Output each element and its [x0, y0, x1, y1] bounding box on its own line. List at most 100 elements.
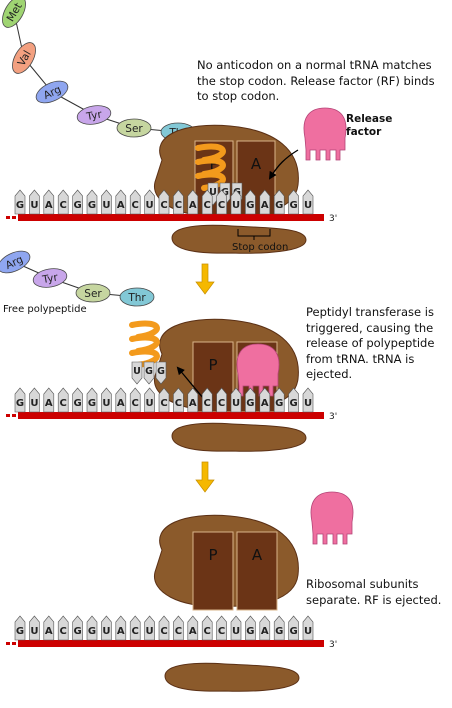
anticodon-letter: G — [145, 366, 153, 377]
strand-dot — [12, 414, 16, 417]
nucleotide-base: U — [144, 387, 155, 413]
amino-acid-bead — [76, 105, 112, 125]
base-letter: C — [175, 398, 182, 409]
nucleotide-base: G — [245, 387, 256, 413]
nucleotide-base: U — [101, 387, 112, 413]
base-letter: U — [30, 626, 38, 637]
site-box — [194, 140, 234, 220]
base-shape — [29, 387, 40, 413]
amino-acid-bead — [12, 42, 36, 74]
base-shape — [57, 615, 69, 641]
amino-acid-val: Val — [12, 42, 36, 74]
amino-acid-label: Thr — [127, 292, 146, 304]
stop-codon-label: Stop codon — [232, 242, 288, 253]
anticodon-base — [143, 361, 155, 385]
base-shape — [14, 615, 26, 641]
base-shape — [86, 387, 98, 413]
base-shape — [201, 615, 213, 641]
base-letter: A — [117, 200, 125, 211]
nucleotide-base: A — [43, 387, 55, 413]
base-letter: G — [289, 398, 297, 409]
nucleotide-base: A — [259, 387, 271, 413]
step3-caption: Ribosomal subunits separate. RF is eject… — [306, 577, 442, 607]
release-factor-shape — [310, 491, 354, 545]
ribosome-small-subunit — [164, 662, 300, 692]
amino-acid-bead — [119, 287, 155, 307]
release-factor-label-line: Release — [346, 113, 392, 125]
base-letter: U — [30, 200, 38, 211]
base-letter: A — [261, 626, 269, 637]
base-letter: A — [45, 626, 53, 637]
amino-acid-label: Tyr — [41, 271, 60, 286]
nucleotide-base: G — [288, 615, 299, 641]
nucleotide-base: C — [129, 387, 141, 413]
nucleotide-base: G — [245, 189, 256, 215]
base-letter: C — [175, 200, 182, 211]
base-letter: C — [160, 626, 167, 637]
base-shape — [288, 189, 299, 215]
nucleotide-base: A — [187, 615, 199, 641]
base-shape — [187, 387, 199, 413]
base-letter: U — [146, 626, 154, 637]
nucleotide-base: C — [57, 189, 69, 215]
polypeptide-chain: MetValArgTyrSerThr — [2, 0, 196, 142]
nucleotide-base: G — [288, 387, 299, 413]
nucleotide-base: A — [43, 615, 55, 641]
amino-acid-label: Ser — [84, 288, 102, 300]
base-shape — [216, 189, 227, 215]
base-letter: C — [132, 200, 139, 211]
base-letter: A — [117, 626, 125, 637]
nucleotide-base: G — [245, 615, 256, 641]
p-site: P — [192, 341, 234, 413]
nucleotide-base: A — [115, 189, 127, 215]
base-letter: U — [304, 398, 312, 409]
nucleotide-base: C — [57, 615, 69, 641]
nucleotide-base: C — [216, 189, 227, 215]
nucleotide-base: G — [288, 189, 299, 215]
nucleotide-base: C — [129, 615, 141, 641]
base-letter: G — [246, 626, 254, 637]
base-shape — [14, 387, 26, 413]
base-shape — [43, 189, 55, 215]
base-shape — [86, 615, 98, 641]
base-shape — [43, 387, 55, 413]
nucleotide-base: G — [14, 189, 26, 215]
three-prime-label: 3' — [329, 214, 337, 224]
base-letter: C — [160, 398, 167, 409]
base-letter: C — [204, 200, 211, 211]
base-shape — [86, 189, 98, 215]
amino-acid-tyr: Tyr — [76, 105, 112, 125]
nucleotide-base: G — [14, 387, 26, 413]
base-shape — [201, 387, 213, 413]
nucleotide-base: C — [201, 189, 213, 215]
base-letter: A — [261, 398, 269, 409]
nucleotide-base: C — [201, 387, 213, 413]
release-factor — [303, 107, 347, 161]
step-arrow-2 — [195, 461, 215, 493]
nucleotide-base: U — [29, 615, 40, 641]
base-shape — [129, 387, 141, 413]
nucleotide-base: U — [230, 189, 242, 215]
nucleotide-base: G — [86, 189, 98, 215]
base-letter: G — [275, 398, 283, 409]
amino-acid-arg: Arg — [0, 250, 31, 274]
nucleotide-base: U — [144, 189, 155, 215]
amino-acid-arg: Arg — [35, 80, 69, 104]
site-box — [192, 531, 234, 611]
step2-caption: Peptidyl transferase is triggered, causi… — [306, 305, 435, 381]
base-letter: G — [289, 200, 297, 211]
release-factor-label-line: factor — [346, 126, 382, 138]
base-letter: U — [304, 200, 312, 211]
nucleotide-base: G — [72, 615, 83, 641]
nucleotide-base: C — [173, 387, 184, 413]
base-letter: U — [30, 398, 38, 409]
base-letter: U — [232, 398, 240, 409]
base-shape — [115, 189, 127, 215]
step-arrow-1 — [195, 263, 215, 295]
